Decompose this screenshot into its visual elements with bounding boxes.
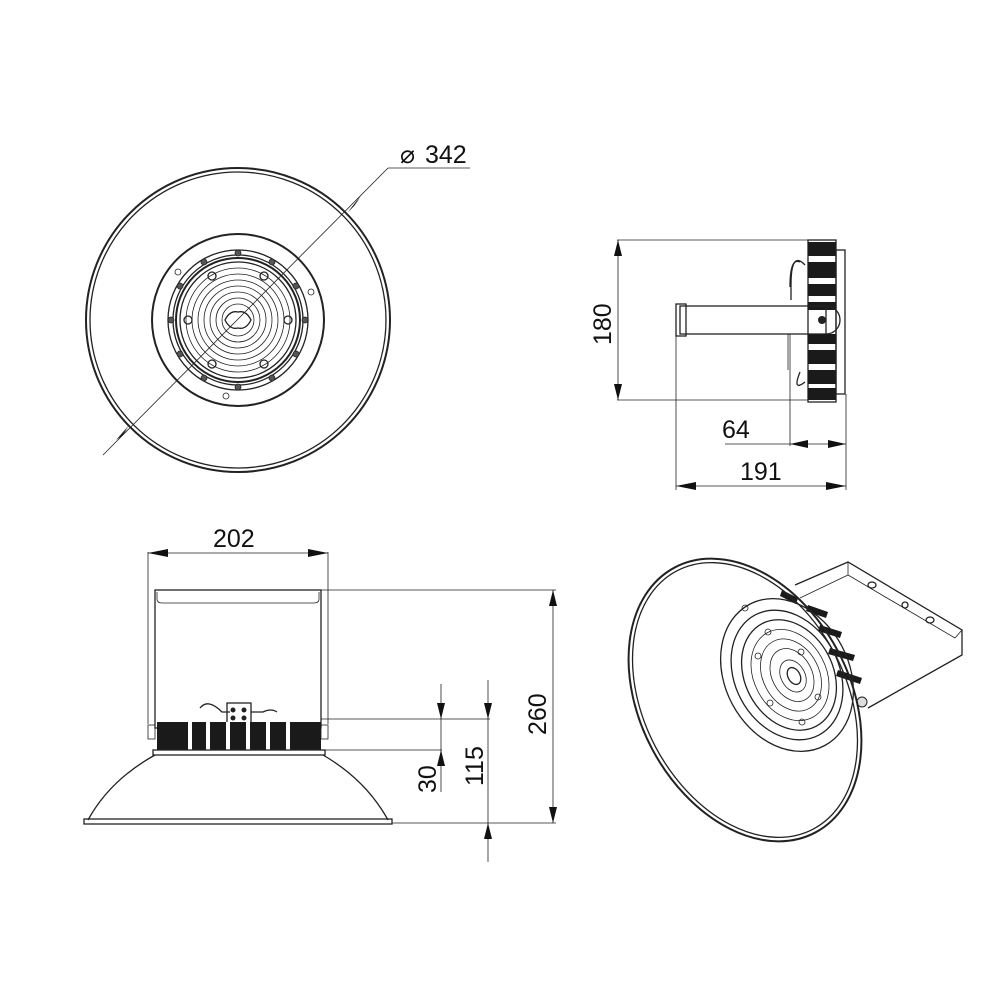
iso-view: [627, 557, 963, 843]
diameter-label: 342: [425, 141, 467, 169]
front-view: [83, 589, 393, 825]
height-260-label: 260: [524, 693, 552, 735]
top-view: [85, 167, 391, 473]
height-115-label: 115: [461, 746, 489, 786]
front-dimensions: 202 260 30 115: [147, 525, 557, 862]
height-180-label: 180: [589, 303, 617, 345]
height-30-label: 30: [414, 765, 442, 793]
width-202-label: 202: [213, 525, 255, 553]
depth-191-label: 191: [740, 458, 782, 486]
diameter-symbol: ⌀: [400, 141, 415, 169]
diameter-dimension: ⌀ 342: [102, 141, 470, 456]
side-dimensions: 180 64 191: [589, 239, 847, 490]
depth-64-label: 64: [722, 416, 750, 444]
side-view: [675, 239, 846, 403]
